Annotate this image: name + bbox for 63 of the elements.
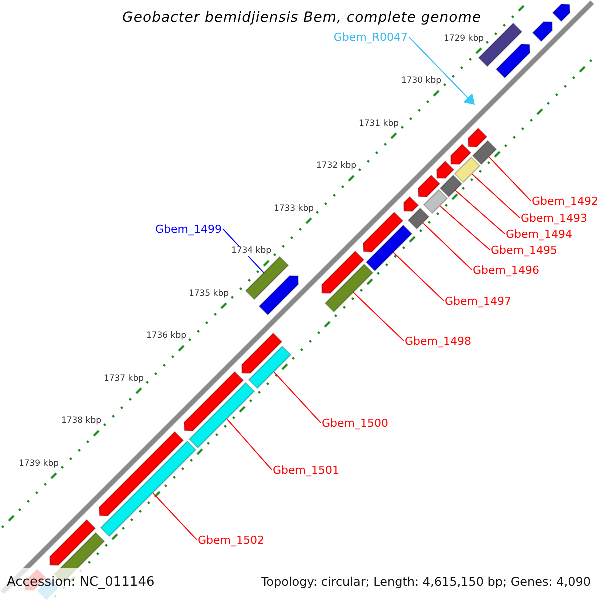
gene-label: Gbem_1495 bbox=[491, 244, 558, 256]
gene-marker bbox=[464, 94, 475, 105]
scale-label: 1739 kbp bbox=[18, 460, 59, 468]
gene-label: Gbem_1497 bbox=[445, 296, 512, 306]
gene-label: Gbem_1500 bbox=[322, 418, 388, 428]
scale-label: 1735 kbp bbox=[188, 290, 229, 298]
gene-block bbox=[418, 174, 441, 198]
gene-label: Gbem_1494 bbox=[506, 228, 572, 240]
scale-label: 1730 kbp bbox=[401, 77, 442, 86]
leader-line bbox=[488, 156, 532, 202]
gene-block bbox=[362, 212, 404, 253]
gene-block bbox=[423, 189, 448, 214]
accession-text: Accession: NC_011146 bbox=[7, 576, 155, 588]
gene-block bbox=[532, 21, 554, 42]
gene-block bbox=[408, 208, 430, 230]
gene-block bbox=[245, 256, 290, 300]
gene-block bbox=[184, 371, 244, 432]
gene-block bbox=[454, 156, 481, 184]
gene-label: Gbem_1498 bbox=[405, 336, 472, 346]
gene-block bbox=[100, 440, 197, 538]
title: Geobacter bemidjiensis Bem, complete genome bbox=[122, 11, 482, 25]
scale-label: 1734 kbp bbox=[231, 247, 272, 256]
gene-block bbox=[436, 160, 455, 180]
leader-line bbox=[440, 206, 490, 250]
scale-label: 1737 kbp bbox=[104, 374, 144, 384]
scale-label: 1733 kbp bbox=[274, 204, 314, 214]
gene-label: Gbem_1492 bbox=[532, 196, 598, 206]
gene-label: Gbem_1493 bbox=[521, 212, 588, 224]
leader-line bbox=[226, 418, 272, 470]
gene-block bbox=[440, 174, 463, 198]
gene-block bbox=[472, 140, 498, 166]
leader-line bbox=[274, 372, 322, 424]
gene-block bbox=[98, 431, 184, 517]
gene-label: Gbem_1501 bbox=[273, 464, 340, 476]
scale-label: 1736 kbp bbox=[146, 332, 186, 341]
gene-block bbox=[248, 346, 292, 390]
scale-label: 1731 kbp bbox=[358, 120, 399, 128]
scale-label: 1729 kbp bbox=[444, 34, 484, 44]
leader-line bbox=[393, 252, 444, 302]
gene-block bbox=[366, 224, 413, 272]
gene-block bbox=[403, 196, 420, 212]
leader-line bbox=[408, 36, 468, 98]
gene-block bbox=[496, 44, 531, 79]
gene-block bbox=[324, 264, 374, 313]
gene-label: Gbem_R0047 bbox=[334, 32, 408, 42]
gene-block bbox=[258, 275, 300, 316]
scale-label: 1732 kbp bbox=[316, 162, 356, 171]
genome-stats-text: Topology: circular; Length: 4,615,150 bp; Genes: 4,090 bbox=[261, 576, 591, 588]
gene-block bbox=[321, 250, 365, 294]
gene-block bbox=[241, 332, 283, 374]
leader-line bbox=[152, 492, 198, 540]
gene-label: Gbem_1499 bbox=[156, 224, 222, 234]
gene-label: Gbem_1496 bbox=[473, 264, 540, 276]
gene-block bbox=[188, 382, 256, 449]
leader-line bbox=[472, 174, 520, 218]
gene-block bbox=[552, 4, 571, 22]
gene-label: Gbem_1502 bbox=[198, 534, 264, 546]
gene-block bbox=[450, 144, 472, 166]
scale-label: 1738 kbp bbox=[61, 417, 102, 426]
leader-line bbox=[353, 292, 404, 342]
leader-line bbox=[455, 190, 506, 234]
leader-line bbox=[422, 222, 472, 270]
gene-block bbox=[468, 128, 488, 148]
